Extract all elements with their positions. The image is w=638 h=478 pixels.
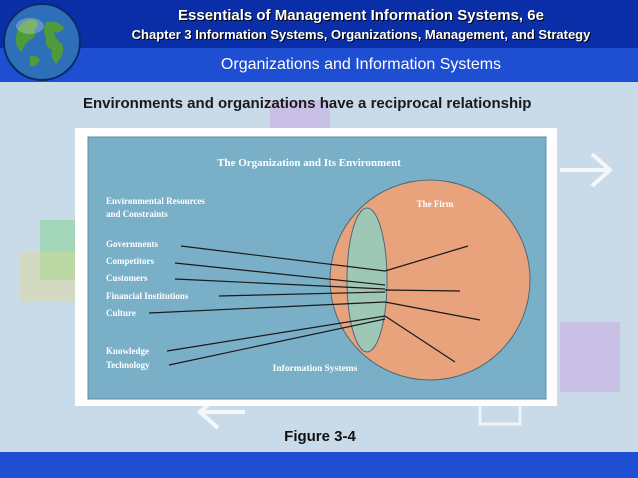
factor-label: Knowledge: [106, 346, 149, 356]
section-title: Organizations and Information Systems: [220, 56, 502, 73]
organization-environment-diagram: The Organization and Its Environment Env…: [87, 136, 547, 400]
firm-line: [384, 301, 481, 321]
book-title: Essentials of Management Information Sys…: [178, 7, 544, 24]
firm-line: [384, 245, 469, 272]
environment-heading: Environmental Resources: [106, 196, 205, 206]
factor-label: Technology: [106, 360, 150, 370]
title-bar: [0, 0, 638, 48]
connector-line: [218, 291, 386, 297]
environment-heading-2: and Constraints: [106, 209, 168, 219]
firm-label: The Firm: [417, 199, 454, 209]
figure-panel: The Organization and Its Environment Env…: [75, 128, 557, 406]
factor-label: Customers: [106, 273, 148, 283]
chapter-title: Chapter 3 Information Systems, Organizat…: [131, 27, 591, 42]
connector-line: [180, 245, 386, 272]
connector-line: [168, 318, 386, 366]
globe-icon: [3, 3, 81, 81]
factor-label: Culture: [106, 308, 136, 318]
footer-bar: [0, 452, 638, 478]
factor-label: Financial Institutions: [106, 291, 189, 301]
connector-line: [148, 301, 386, 314]
factor-label: Governments: [106, 239, 158, 249]
firm-line: [384, 315, 456, 363]
slide-headline: Environments and organizations have a re…: [83, 95, 532, 112]
connector-line: [174, 278, 386, 290]
connector-line: [174, 262, 386, 286]
firm-line: [384, 289, 461, 292]
section-bar: [0, 48, 638, 82]
connector-line: [166, 315, 386, 352]
factor-label: Competitors: [106, 256, 154, 266]
diagram-title: The Organization and Its Environment: [217, 157, 401, 169]
information-systems-label: Information Systems: [273, 364, 358, 374]
figure-caption: Figure 3-4: [284, 428, 356, 445]
information-systems-lens: [346, 207, 388, 353]
